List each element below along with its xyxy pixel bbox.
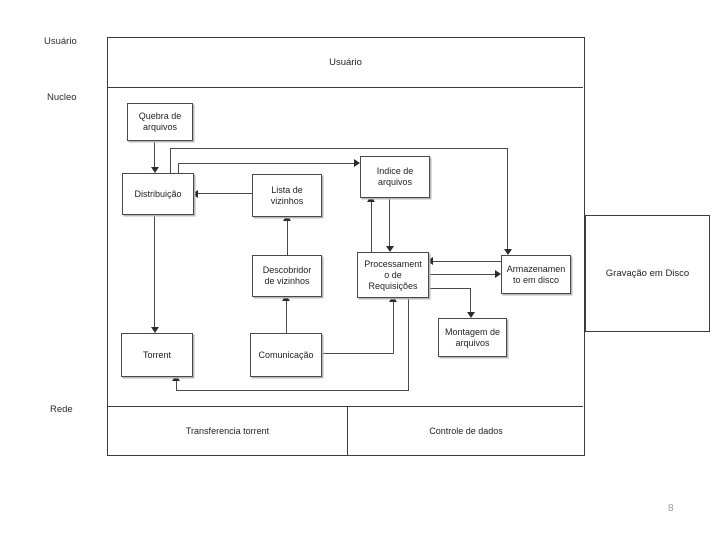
node-label: Armazenamen to em disco: [506, 263, 566, 285]
arrowhead: [467, 312, 475, 318]
line-segment: [170, 148, 508, 149]
arrowhead: [172, 375, 180, 381]
line-segment: [389, 196, 390, 246]
node-label: Gravação em Disco: [605, 268, 690, 279]
node-montagem-de-arquivos: Montagem de arquivos: [438, 318, 507, 357]
line-segment: [287, 220, 288, 255]
arrowhead: [192, 190, 198, 198]
band-rede-cell-transferencia: Transferencia torrent: [108, 407, 347, 455]
line-segment: [170, 148, 171, 173]
line-segment: [393, 302, 394, 354]
layer-label-usuario: Usuário: [44, 36, 77, 47]
arrowhead: [283, 215, 291, 221]
node-label: Lista de vizinhos: [270, 184, 304, 206]
node-processamento-de-requisicoes: Processament o de Requisições: [357, 252, 429, 298]
line-segment: [286, 300, 287, 333]
node-quebra-de-arquivos: Quebra de arquivos: [127, 103, 193, 141]
arrowhead: [386, 246, 394, 252]
node-torrent: Torrent: [121, 333, 193, 377]
arrowhead: [151, 167, 159, 173]
node-label: Descobridor de vizinhos: [262, 265, 312, 286]
band-rede-cell-controle-label: Controle de dados: [429, 426, 503, 436]
line-segment: [176, 381, 177, 390]
node-lista-de-vizinhos: Lista de vizinhos: [252, 174, 322, 217]
node-label: Montagem de arquivos: [444, 326, 501, 348]
line-segment: [154, 213, 155, 329]
arrowhead: [354, 159, 360, 167]
node-label: Torrent: [142, 349, 171, 360]
node-armazenamento-em-disco: Armazenamen to em disco: [501, 255, 571, 294]
line-segment: [408, 296, 409, 390]
line-segment: [320, 353, 394, 354]
node-distribuicao: Distribuição: [122, 173, 194, 215]
line-segment: [154, 139, 155, 169]
layer-label-nucleo: Nucleo: [47, 92, 77, 103]
node-descobridor-de-vizinhos: Descobridor de vizinhos: [252, 255, 322, 297]
node-label: Comunicação: [258, 349, 314, 360]
node-label: Quebra de arquivos: [138, 111, 182, 132]
line-segment: [178, 163, 179, 173]
node-label: Indice de arquivos: [376, 166, 414, 187]
arrowhead: [504, 249, 512, 255]
line-segment: [427, 288, 471, 289]
node-gravacao-em-disco: Gravação em Disco: [585, 215, 710, 332]
band-rede-cell-transferencia-label: Transferencia torrent: [185, 426, 270, 436]
line-segment: [507, 148, 508, 250]
line-segment: [198, 193, 252, 194]
arrowhead: [367, 196, 375, 202]
node-label: Processament o de Requisições: [364, 258, 422, 291]
arrowhead: [427, 257, 433, 265]
arrowhead: [282, 295, 290, 301]
layer-label-rede: Rede: [50, 404, 73, 415]
arrowhead: [495, 270, 501, 278]
system-boundary-rect: [107, 37, 585, 456]
node-label: Distribuição: [134, 188, 182, 199]
band-usuario-label: Usuário: [329, 57, 362, 68]
line-segment: [433, 261, 501, 262]
arrowhead: [151, 327, 159, 333]
line-segment: [176, 390, 409, 391]
node-indice-de-arquivos: Indice de arquivos: [360, 156, 430, 198]
page-number: 8: [668, 503, 674, 514]
line-segment: [470, 288, 471, 313]
line-segment: [371, 201, 372, 252]
line-segment: [178, 163, 354, 164]
band-rede-cell-controle: Controle de dados: [347, 407, 584, 455]
band-rede: Transferencia torrent Controle de dados: [108, 406, 583, 455]
band-usuario: Usuário: [108, 38, 583, 88]
arrowhead: [389, 296, 397, 302]
node-comunicacao: Comunicação: [250, 333, 322, 377]
line-segment: [427, 274, 495, 275]
